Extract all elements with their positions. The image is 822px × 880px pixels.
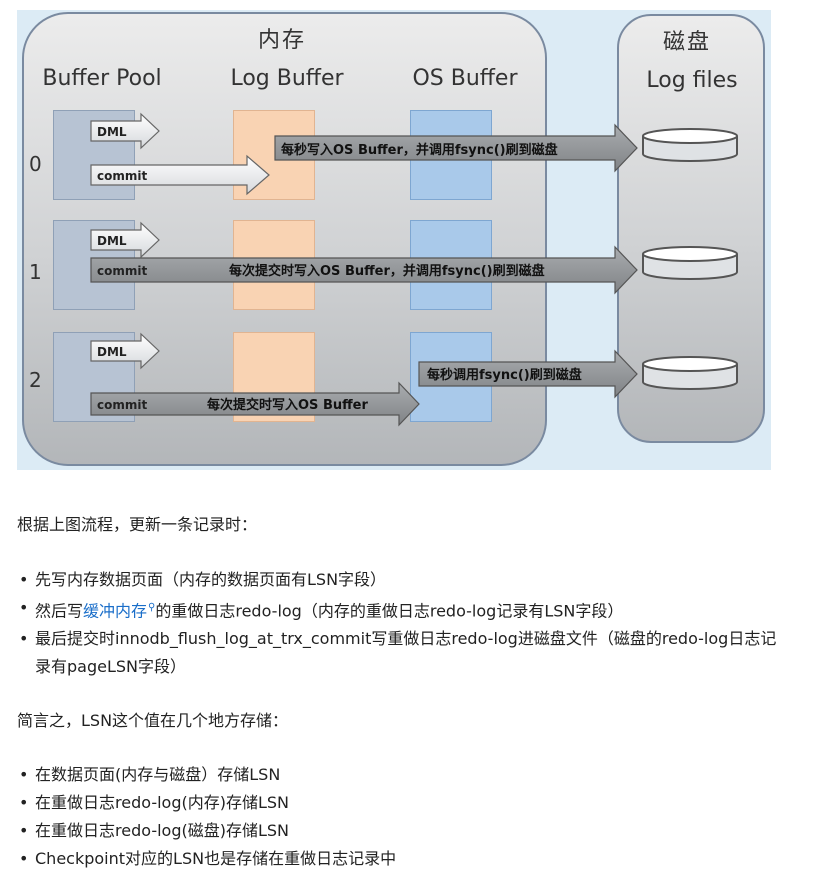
- svg-text:commit: commit: [97, 398, 147, 412]
- list-item: 然后写缓冲内存⚲的重做日志redo-log（内存的重做日志redo-log记录有…: [17, 594, 797, 625]
- list-item: 先写内存数据页面（内存的数据页面有LSN字段）: [17, 566, 797, 594]
- innodb-redo-flush-diagram: 内存 磁盘 Buffer Pool Log Buffer OS Buffer L…: [17, 10, 771, 470]
- row-number: 1: [29, 260, 42, 284]
- os-buffer-label: OS Buffer: [412, 66, 518, 91]
- svg-text:每次提交时写入OS Buffer: 每次提交时写入OS Buffer: [207, 397, 368, 413]
- svg-text:commit: commit: [97, 169, 147, 183]
- svg-text:每次提交时写入OS Buffer，并调用fsync()刷到磁: 每次提交时写入OS Buffer，并调用fsync()刷到磁盘: [229, 263, 545, 279]
- flush-arrow: 每秒写入OS Buffer，并调用fsync()刷到磁盘: [274, 123, 638, 173]
- disk-icon: [642, 246, 738, 280]
- memory-label: 内存: [257, 28, 306, 53]
- row-number: 0: [29, 152, 42, 176]
- commit-flush-arrow: commit 每次提交时写入OS Buffer，并调用fsync()刷到磁盘: [90, 245, 638, 295]
- list-item: 在重做日志redo-log(内存)存储LSN: [17, 789, 797, 817]
- svg-text:commit: commit: [97, 264, 147, 278]
- buffer-pool-label: Buffer Pool: [42, 66, 162, 91]
- commit-write-arrow: commit 每次提交时写入OS Buffer: [90, 381, 420, 427]
- commit-arrow: commit: [90, 154, 270, 196]
- intro-paragraph: 根据上图流程，更新一条记录时：: [17, 515, 258, 534]
- buffer-memory-link[interactable]: 缓冲内存: [83, 601, 148, 621]
- flow-arrows: DML commit 每秒写入OS Buffer，并调用fsync()刷到磁盘 …: [90, 112, 638, 427]
- dml-arrow: DML: [90, 332, 160, 370]
- list-item: 在重做日志redo-log(磁盘)存储LSN: [17, 817, 797, 845]
- svg-text:每秒调用fsync()刷到磁盘: 每秒调用fsync()刷到磁盘: [427, 367, 582, 383]
- disk-icon: [642, 356, 738, 390]
- dml-arrow: DML: [90, 112, 160, 150]
- summary-paragraph: 简言之，LSN这个值在几个地方存储：: [17, 711, 289, 730]
- svg-text:DML: DML: [97, 234, 127, 248]
- dml-arrow: DML: [90, 221, 160, 259]
- lsn-storage-list: 在数据页面(内存与磁盘）存储LSN 在重做日志redo-log(内存)存储LSN…: [17, 761, 797, 873]
- svg-text:每秒写入OS Buffer，并调用fsync()刷到磁盘: 每秒写入OS Buffer，并调用fsync()刷到磁盘: [281, 142, 558, 158]
- row-number: 2: [29, 368, 42, 392]
- disk-label: 磁盘: [662, 30, 711, 55]
- list-item: 最后提交时innodb_flush_log_at_trx_commit写重做日志…: [17, 625, 797, 681]
- log-buffer-label: Log Buffer: [230, 66, 344, 91]
- svg-text:DML: DML: [97, 125, 127, 139]
- svg-text:DML: DML: [97, 345, 127, 359]
- update-steps-list: 先写内存数据页面（内存的数据页面有LSN字段） 然后写缓冲内存⚲的重做日志red…: [17, 566, 797, 681]
- fsync-arrow: 每秒调用fsync()刷到磁盘: [418, 349, 638, 399]
- list-item: 在数据页面(内存与磁盘）存储LSN: [17, 761, 797, 789]
- search-icon[interactable]: ⚲: [148, 602, 156, 613]
- log-files-label: Log files: [646, 68, 738, 93]
- list-item: Checkpoint对应的LSN也是存储在重做日志记录中: [17, 845, 797, 873]
- disk-icon: [642, 128, 738, 162]
